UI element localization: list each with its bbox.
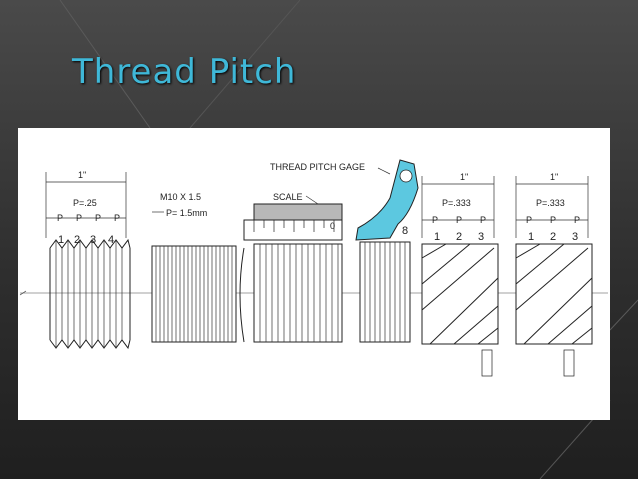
fig6-p2: P <box>550 215 556 225</box>
fig6-n3: 3 <box>572 231 578 243</box>
fig6-helix-lines <box>515 243 593 345</box>
fig5-n1: 1 <box>434 231 440 243</box>
fig6-pitch: P=.333 <box>536 198 565 208</box>
fig3-thread-lines <box>259 244 339 342</box>
fig6-inch-mark: 1" <box>550 172 558 182</box>
scale-label: SCALE <box>273 192 303 202</box>
fig2-thread-lines <box>155 246 233 342</box>
fig5-p2: P <box>456 215 462 225</box>
gage-number: 8 <box>402 225 408 237</box>
fig5-n3: 3 <box>478 231 484 243</box>
thread-pitch-diagram: 1" P=.25 P P P P 1 2 3 4 M10 X 1.5 P= 1.… <box>19 159 608 377</box>
diagram-panel: 1" P=.25 P P P P 1 2 3 4 M10 X 1.5 P= 1.… <box>18 128 610 420</box>
fig5-n2: 2 <box>456 231 462 243</box>
fig2-pitch: P= 1.5mm <box>166 208 207 218</box>
fig6-p3: P <box>574 215 580 225</box>
fig1-pitch: P=.25 <box>73 198 97 208</box>
figure-1-v-thread: 1" P=.25 P P P P 1 2 3 4 <box>45 170 131 350</box>
fig1-p3: P <box>95 213 101 223</box>
fig1-p2: P <box>76 213 82 223</box>
fig2-size: M10 X 1.5 <box>160 192 201 202</box>
fig4-thread-lines <box>364 242 406 342</box>
fig1-p1: P <box>57 213 63 223</box>
fig1-n4: 4 <box>108 234 114 246</box>
figure-5-triple-thread: 1" P=.333 P P P 1 2 3 <box>421 172 499 377</box>
scale-bar <box>253 203 343 221</box>
fig6-n1: 1 <box>528 231 534 243</box>
fig6-n2: 2 <box>550 231 556 243</box>
fig1-n1: 1 <box>58 234 64 246</box>
gage-label: THREAD PITCH GAGE <box>270 162 365 172</box>
fig5-helix-lines <box>421 243 499 345</box>
figure-4-pitch-gage: THREAD PITCH GAGE 8 <box>270 159 419 343</box>
fig5-p3: P <box>480 215 486 225</box>
fig6-p1: P <box>526 215 532 225</box>
fig1-inch-mark: 1" <box>78 170 86 180</box>
fig1-n2: 2 <box>74 234 80 246</box>
fig1-p4: P <box>114 213 120 223</box>
fig5-inch-mark: 1" <box>460 172 468 182</box>
scale-zero: 0 <box>330 221 335 231</box>
fig1-n3: 3 <box>90 234 96 246</box>
figure-3-scale-measure: SCALE 0 <box>239 192 343 343</box>
figure-2-metric-thread: M10 X 1.5 P= 1.5mm <box>151 192 237 343</box>
figure-6-triple-thread: 1" P=.333 P P P 1 2 3 <box>515 172 593 377</box>
slide-title: Thread Pitch <box>72 52 297 92</box>
fig5-pitch: P=.333 <box>442 198 471 208</box>
fig5-p1: P <box>432 215 438 225</box>
scale-ruler <box>243 219 343 241</box>
